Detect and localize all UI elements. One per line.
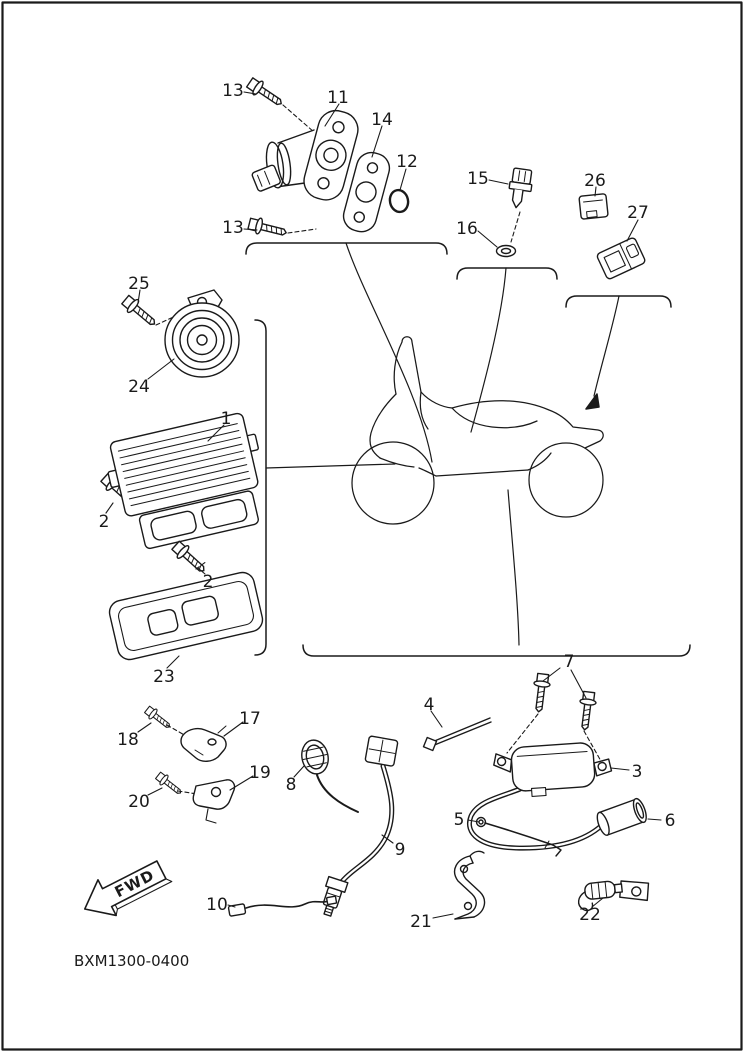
part-cable-9 [316,763,395,887]
part-bolt-13-lower [246,215,289,242]
callout-4: 4 [424,695,435,715]
part-ignition-coil-3 [493,742,613,798]
leader-group-bottom [507,489,520,646]
callout-27: 27 [627,203,649,223]
callout-3: 3 [632,762,643,782]
callout-9: 9 [395,840,406,860]
leader-arrowhead [585,393,600,410]
callout-23: 23 [153,667,175,687]
part-bolt-7a [529,672,552,714]
callout-12: 12 [396,152,418,172]
callout-13-upper: 13 [222,81,244,101]
fwd-arrow: FWD [83,860,173,917]
part-sensor-22 [577,880,650,912]
callout-6: 6 [665,811,676,831]
part-screw-18 [142,704,174,733]
callout-8: 8 [286,775,297,795]
brace-group-15-16 [456,267,558,280]
part-tube-6 [596,797,647,836]
callout-24: 24 [128,377,150,397]
callout-19: 19 [249,763,271,783]
brace-group-left [254,319,267,656]
callout-22: 22 [579,905,601,925]
callout-26: 26 [584,171,606,191]
part-cable-tie-4 [422,717,492,752]
callout-14: 14 [371,110,393,130]
group-braces [245,242,691,657]
leader-group-15 [470,267,507,433]
callout-13-lower: 13 [222,218,244,238]
part-relay-26 [578,193,609,220]
callout-16: 16 [456,219,478,239]
callout-18: 18 [117,730,139,750]
part-bracket-19 [192,779,236,824]
part-screw-20 [153,770,185,799]
callout-11: 11 [327,88,349,108]
leader-group-26 [593,295,620,397]
callout-21: 21 [410,912,432,932]
part-oring-12 [388,188,410,214]
part-horn-24 [164,289,240,378]
part-ht-lead [467,786,604,851]
part-bracket-21 [453,850,486,920]
part-starter-relay-11 [251,109,359,201]
brace-group-bottom [302,644,691,657]
part-connector-27 [596,237,646,280]
callout-17: 17 [239,709,261,729]
leader-group-11 [345,242,433,463]
callout-labels: 13 11 14 12 13 15 16 26 27 25 24 1 2 2 2… [99,81,676,932]
callout-1: 1 [221,409,232,429]
part-sensor-15 [508,167,533,209]
part-ecu-1 [107,412,259,550]
part-bolt-25 [119,292,161,331]
callout-10: 10 [206,895,228,915]
callout-2-lower: 2 [203,572,214,592]
callout-15: 15 [467,169,489,189]
part-wire-5 [475,816,562,857]
callout-25: 25 [128,274,150,294]
callout-5: 5 [454,810,465,830]
fwd-label: FWD [112,866,158,901]
callout-7: 7 [564,652,575,672]
part-tray-23 [108,571,264,661]
callout-leaders [105,91,662,919]
part-washer-16 [495,244,517,258]
part-bolt-7b [575,690,598,732]
part-connector-8 [301,735,399,775]
callout-2-left: 2 [99,512,110,532]
part-lead-10 [227,895,338,917]
diagram-code: BXM1300-0400 [74,952,189,970]
part-gasket-14 [342,151,391,233]
leader-group-left [265,463,396,469]
callout-20: 20 [128,792,150,812]
part-bracket-17 [180,725,227,762]
scooter-silhouette [351,336,604,525]
